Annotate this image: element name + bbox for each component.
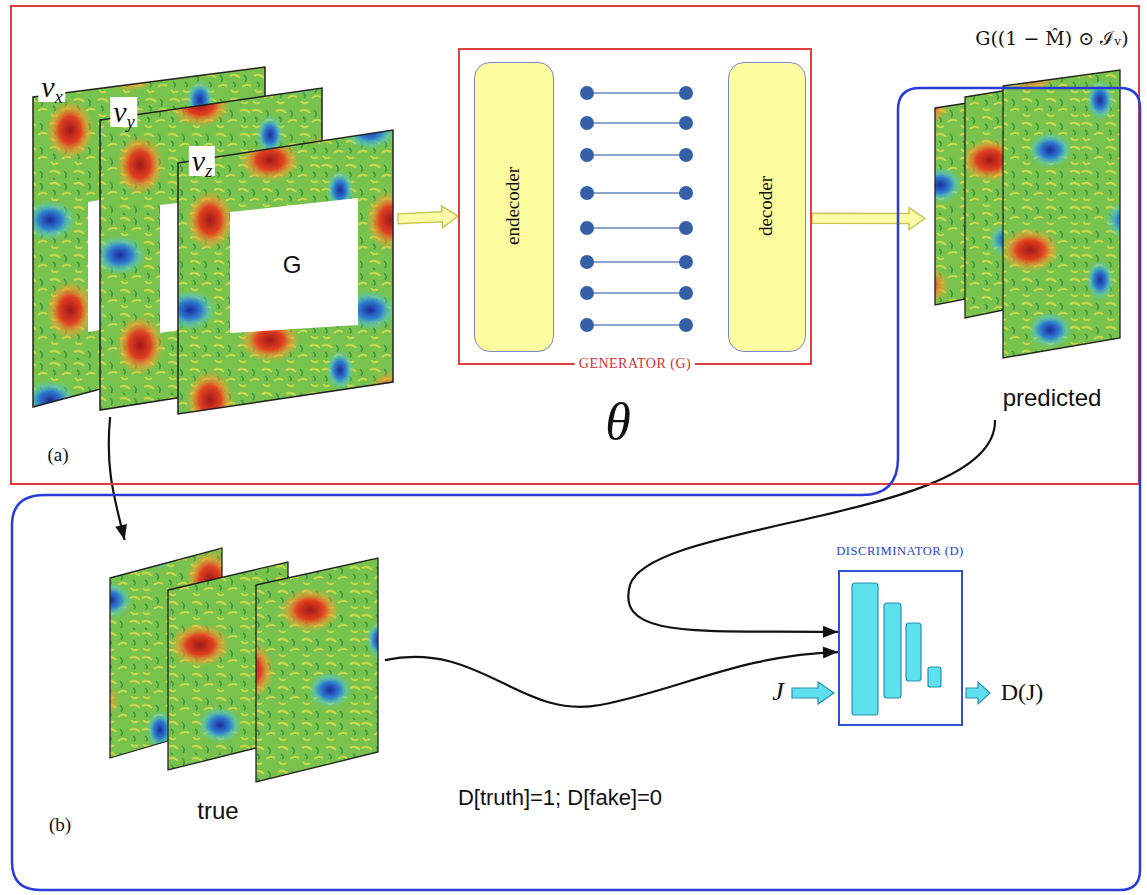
generator-box: GENERATOR (G)endecoderdecoder [458, 48, 812, 365]
discriminator-box: DISCRIMINATOR (D) [838, 570, 963, 726]
data-arrow [385, 647, 838, 707]
flow-arrow [812, 208, 925, 230]
output-symbol: D(J) [1001, 679, 1044, 705]
stack-caption: true [197, 798, 238, 824]
true-field-stack: true [105, 540, 385, 835]
encoder-block: endecoder [474, 62, 554, 352]
generator-region: (a) vx vy vzG GENERATOR (G) endecoder decoder [10, 5, 1140, 485]
parameter-symbol: θ [605, 393, 631, 450]
arrow-head [823, 647, 838, 659]
discriminator-region: (b)G((1 − M̂) ⊙ ℐᵥ)predictedtrueDISCRIMI… [10, 86, 1143, 893]
flow-arrow [398, 206, 458, 228]
block-label: endecoder [503, 167, 524, 245]
arrow-head [115, 524, 127, 540]
region-outline [10, 86, 1143, 893]
training-note: D[truth]=1; D[fake]=0 [458, 786, 662, 810]
input-symbol: J [772, 678, 784, 707]
component-label: vy [110, 97, 137, 127]
arrow-head [823, 626, 838, 638]
panel-label: (b) [49, 815, 71, 836]
block-title: DISCRIMINATOR (D) [833, 545, 967, 559]
component-label: vz [189, 146, 215, 176]
data-arrow [628, 420, 995, 638]
predicted-field-stack: G((1 − M̂) ⊙ ℐᵥ) predicted [925, 22, 1137, 420]
block-label: decoder [756, 176, 777, 236]
input-field-stack: vx vy vzG [28, 60, 398, 417]
formula-label: G((1 − M̂) ⊙ ℐᵥ) [975, 28, 1128, 49]
data-arrow [109, 417, 127, 540]
component-label: vx [38, 72, 65, 102]
mask-label: G [283, 252, 302, 278]
panel-label: (a) [47, 445, 68, 466]
block-title: GENERATOR (G) [575, 356, 695, 371]
decoder-block: decoder [728, 62, 806, 352]
stack-caption: predicted [1003, 385, 1102, 411]
